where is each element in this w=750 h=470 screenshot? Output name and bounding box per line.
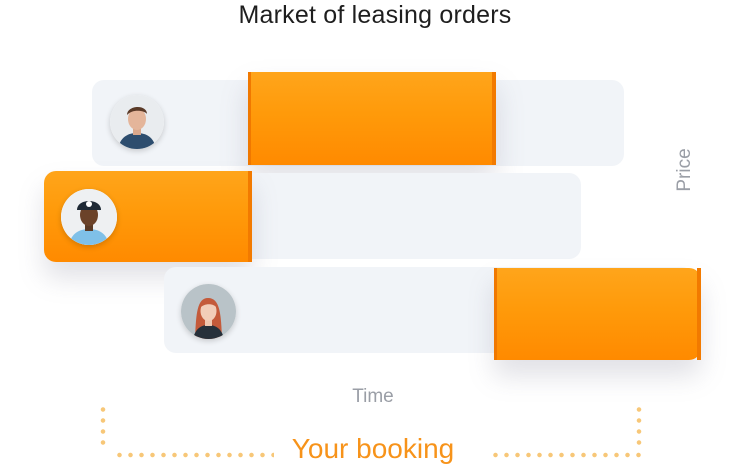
y-axis-label: Price (674, 148, 695, 192)
woman-avatar-icon (181, 284, 236, 339)
your-booking-label: Your booking (291, 433, 455, 464)
bracket-bottom-left-dots (114, 451, 274, 459)
bracket-bottom-right-dots (490, 451, 642, 459)
diagram-title: Market of leasing orders (238, 1, 512, 29)
man-avatar-icon (110, 95, 164, 149)
bracket-right-dots (635, 404, 643, 446)
x-axis-label: Time (352, 386, 394, 407)
order-bar-1 (248, 72, 496, 165)
man-cap-avatar-icon (61, 189, 117, 245)
bracket-left-dots (99, 404, 107, 446)
order-bar-3 (494, 268, 701, 360)
